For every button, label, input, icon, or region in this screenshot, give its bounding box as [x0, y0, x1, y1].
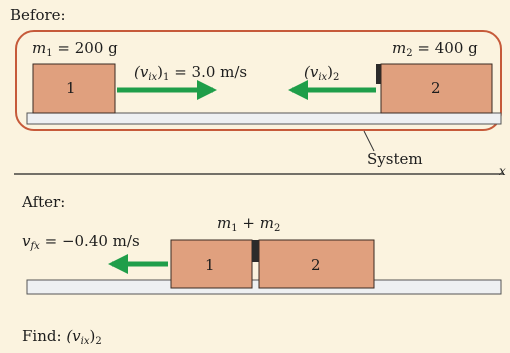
block-2-before — [380, 63, 493, 114]
bumper-before — [376, 64, 382, 84]
m1-label: m1 = 200 g — [32, 39, 118, 59]
combined-mass-label: m1 + m2 — [217, 214, 281, 234]
vf-label: vfx = −0.40 m/s — [22, 232, 140, 252]
track-before — [26, 112, 502, 125]
bumper-after — [252, 240, 259, 262]
block-1-after-label: 1 — [205, 256, 215, 274]
find-label: Find: (vix)2 — [22, 327, 102, 347]
m2-label: m2 = 400 g — [392, 39, 478, 59]
block-2-before-label: 2 — [431, 79, 441, 97]
system-pointer — [363, 130, 375, 152]
block-2-after-label: 2 — [311, 256, 321, 274]
v2-label: (vix)2 — [304, 63, 340, 83]
after-label: After: — [22, 193, 66, 211]
block-1-before-label: 1 — [66, 79, 76, 97]
axis-x-label: x — [499, 164, 506, 178]
block-1-before — [32, 63, 116, 114]
system-label: System — [367, 150, 423, 168]
block-2-after — [258, 239, 375, 289]
block-1-after — [170, 239, 253, 289]
before-label: Before: — [10, 6, 66, 24]
v1-label: (vix)1 = 3.0 m/s — [134, 63, 248, 83]
system-outline — [15, 30, 502, 131]
